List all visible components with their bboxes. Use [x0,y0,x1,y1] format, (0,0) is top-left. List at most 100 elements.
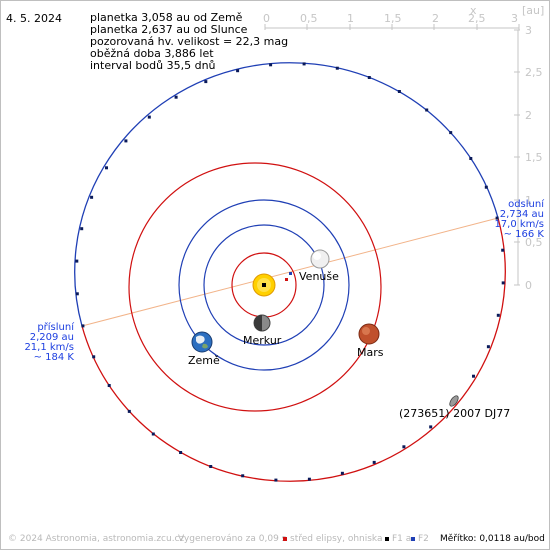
footer-legend-f2: F2 [411,534,429,544]
y-tick-0-5: 0,5 [525,236,543,249]
orbit-point [501,281,505,285]
orbit-point [236,69,240,73]
y-tick-1: 1 [525,194,532,207]
perihelion-temperature: ~ 184 K [34,352,75,363]
perihelion-label: přísluní 2,209 au 21,1 km/s ~ 184 K [24,321,75,363]
right-axis [514,29,520,286]
orbit-point [472,374,475,378]
orbit-point [241,474,245,478]
orbit-point [92,355,96,359]
legend-f1-text: F1 a [392,534,412,544]
earth-orbit [178,199,350,371]
asteroid-orbit-lower [81,217,506,482]
info-sun-distance: planetka 2,637 au od Slunce [90,23,248,37]
orbit-point [501,248,505,252]
asteroid-label: (273651) 2007 DJ77 [399,407,510,420]
f2-swatch [411,536,415,541]
orbit-point [80,227,84,231]
sun [252,273,276,297]
orbit-point [402,445,406,449]
axis-labels: 0 0,5 1 1,5 2 2,5 3 x [au] 3 2,5 2 1,5 1… [263,4,544,292]
orbit-point [174,95,178,99]
mars-planet [358,323,380,345]
perihelion-title: přísluní [37,321,75,333]
orbit-point [486,345,490,349]
mercury-planet [253,314,271,332]
orbit-point [484,185,488,189]
earth-planet [191,331,213,353]
date-label: 4. 5. 2024 [6,12,62,25]
orbit-point [372,460,376,464]
y-tick-1-5: 1,5 [525,151,543,164]
x-tick-0-5: 0,5 [300,12,318,25]
venus-orbit [203,224,325,346]
info-point-interval: interval bodů 35,5 dnů [90,59,216,73]
center-swatch [283,536,287,541]
footer: © 2024 Astronomia, astronomia.zcu.cz Vyg… [0,532,550,548]
aphelion-temperature: ~ 166 K [504,229,545,240]
legend-f2-text: F2 [418,534,429,544]
orbit-point [495,216,499,220]
aphelion-label: odsluní 2,734 au 17,0 km/s ~ 166 K [494,198,545,240]
orbit-point [107,384,111,387]
orbit-point [75,259,79,263]
orbit-point [151,432,155,436]
mars-orbit [128,162,382,412]
orbit-point [496,313,500,317]
orbit-point [209,465,213,468]
y-tick-3: 3 [525,24,532,37]
x-tick-1: 1 [347,12,354,25]
mars-label: Mars [357,346,384,359]
orbit-point [81,324,85,328]
orbit-point [204,80,208,84]
orbit-point [397,90,401,93]
orbit-point [90,195,94,199]
orbit-point [367,76,371,79]
top-axis [264,24,520,30]
y-tick-2: 2 [525,109,532,122]
legend-center-text: střed elipsy, ohniska [290,534,383,544]
footer-legend-center: střed elipsy, ohniska [283,534,383,544]
orbit-point [147,115,151,119]
aphelion-distance: 2,734 au [500,209,544,220]
orbit-point [307,477,311,481]
footer-copyright: © 2024 Astronomia, astronomia.zcu.cz [8,534,185,544]
asteroid-orbit-upper [74,62,499,327]
perihelion-distance: 2,209 au [30,332,74,343]
orbit-point [469,157,473,160]
ellipse-center-marker [285,278,288,281]
mercury-label: Merkur [243,334,282,347]
y-tick-0: 0 [525,279,532,292]
orbit-point [127,409,131,413]
venus-label: Venuše [299,270,339,283]
info-earth-distance: planetka 3,058 au od Země [90,11,243,24]
asteroid-marker [449,395,459,407]
info-lines: planetka 3,058 au od Země planetka 2,637… [90,11,289,73]
aphelion-velocity: 17,0 km/s [494,219,544,230]
orbit-point [449,131,453,135]
aphelion-title: odsluní [508,198,545,210]
footer-scale: Měřítko: 0,0118 au/bod [440,534,545,544]
x-axis-label: x [470,4,477,17]
orbit-point [274,478,278,482]
orbit-point [75,292,79,296]
y-tick-2-5: 2,5 [525,66,543,79]
venus-planet [310,249,330,269]
perihelion-velocity: 21,1 km/s [24,342,74,353]
x-tick-1-5: 1,5 [384,12,402,25]
footer-legend-f1: F1 a [385,534,411,544]
orbit-point [302,62,306,66]
footer-generated: Vygenerováno za 0,09 s [178,534,287,544]
orbit-point [340,471,344,475]
orbit-point [429,425,433,429]
orbit-point [105,166,108,170]
orbit-point-markers [75,62,505,482]
axis-unit: [au] [522,4,544,17]
orbit-point [124,139,128,143]
focus-f2-marker [289,272,292,275]
orbit-point [335,66,339,70]
info-magnitude: pozorovaná hv. velikost = 22,3 mag [90,35,289,49]
x-tick-2-5: 2,5 [468,12,486,25]
